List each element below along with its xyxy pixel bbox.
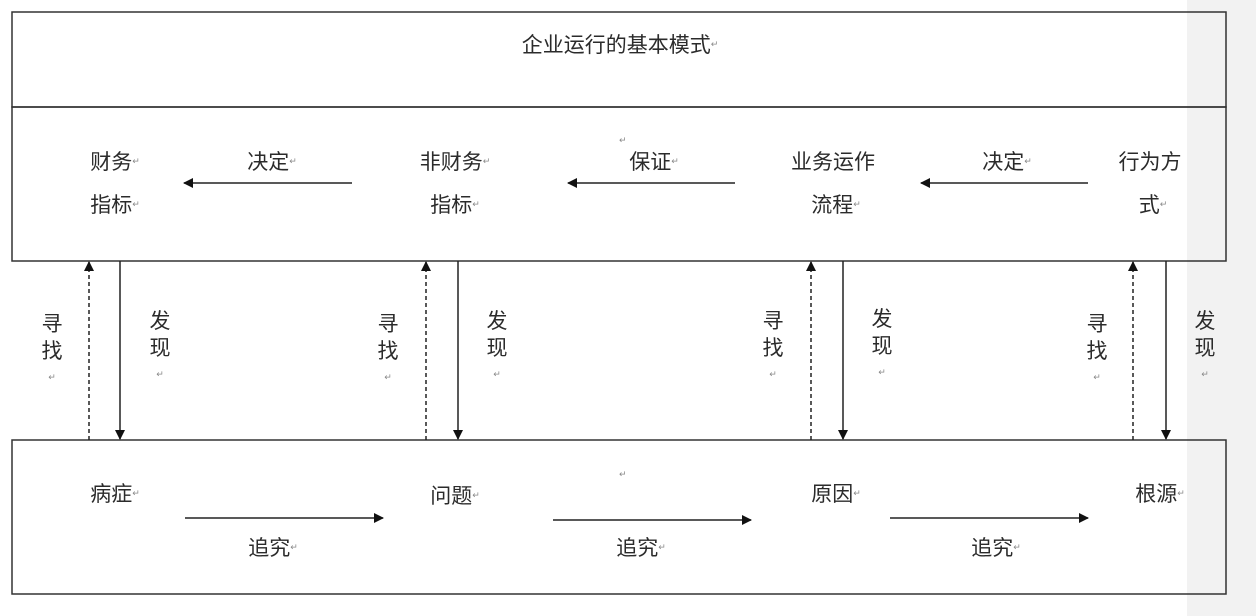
node-process-line2: 流程↵ bbox=[811, 193, 861, 217]
label-discover-1: 发现↵ bbox=[149, 309, 171, 380]
label-find-4: 寻找↵ bbox=[1086, 312, 1108, 383]
node-financial-line2: 指标↵ bbox=[90, 193, 140, 217]
label-decide-2: 决定↵ bbox=[982, 150, 1032, 174]
diagram-title: 企业运行的基本模式↵ bbox=[521, 33, 719, 57]
label-discover-2: 发现↵ bbox=[486, 309, 508, 380]
node-nonfinancial-line2: 指标↵ bbox=[430, 193, 480, 217]
label-find-3: 寻找↵ bbox=[762, 309, 784, 380]
node-root: 根源↵ bbox=[1135, 482, 1185, 506]
label-guarantee: 保证↵ bbox=[629, 150, 679, 174]
node-behavior-line2: 式↵ bbox=[1138, 193, 1168, 217]
mode-box bbox=[11, 106, 1227, 262]
label-discover-4: 发现↵ bbox=[1194, 309, 1216, 380]
return-mark: ↵ bbox=[619, 136, 627, 146]
node-problem: 问题↵ bbox=[430, 484, 480, 508]
analysis-box bbox=[11, 439, 1227, 595]
node-cause: 原因↵ bbox=[811, 482, 861, 506]
label-find-1: 寻找↵ bbox=[41, 312, 63, 383]
label-trace-2: 追究↵ bbox=[616, 536, 666, 560]
node-symptom: 病症↵ bbox=[90, 482, 140, 506]
page-margin bbox=[1187, 0, 1256, 616]
title-box bbox=[11, 11, 1227, 108]
node-financial-line1: 财务↵ bbox=[90, 150, 140, 174]
node-nonfinancial-line1: 非财务↵ bbox=[419, 150, 491, 174]
node-process-line1: 业务运作 bbox=[791, 150, 875, 174]
label-decide-1: 决定↵ bbox=[247, 150, 297, 174]
label-discover-3: 发现↵ bbox=[871, 307, 893, 378]
label-trace-1: 追究↵ bbox=[248, 536, 298, 560]
return-mark: ↵ bbox=[619, 470, 627, 480]
node-behavior-line1: 行为方 bbox=[1118, 150, 1182, 174]
label-trace-3: 追究↵ bbox=[971, 536, 1021, 560]
label-find-2: 寻找↵ bbox=[377, 312, 399, 383]
